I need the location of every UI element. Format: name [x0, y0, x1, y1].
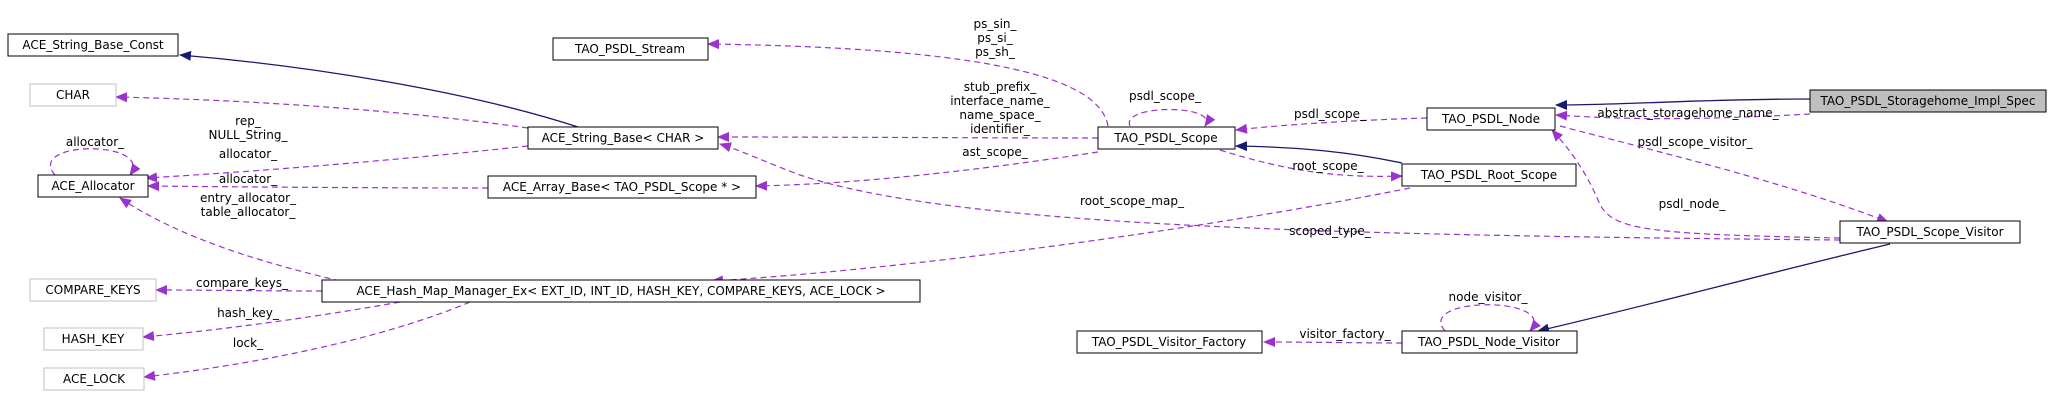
label-entry-allocator: entry_allocator_ — [200, 191, 297, 205]
node-ace-lock-label: ACE_LOCK — [63, 372, 126, 386]
node-allocator[interactable]: ACE_Allocator — [37, 174, 149, 198]
label-identifier: identifier_ — [970, 122, 1031, 136]
node-hash-key-label: HASH_KEY — [62, 332, 125, 346]
label-rep: rep_ — [235, 114, 262, 128]
node-array-base[interactable]: ACE_Array_Base< TAO_PSDL_Scope * > — [487, 175, 757, 199]
edge-allocator-array-base — [147, 181, 489, 192]
node-scope-visitor-label: TAO_PSDL_Scope_Visitor — [1855, 225, 2003, 239]
node-node-visitor-label: TAO_PSDL_Node_Visitor — [1417, 335, 1560, 349]
label-allocator-sb: allocator_ — [219, 147, 278, 161]
edge-root-scope-map — [711, 187, 1411, 286]
edge-ast-scope — [755, 151, 1099, 191]
label-allocator-ab: allocator_ — [219, 172, 278, 186]
node-psdl-node-label: TAO_PSDL_Node — [1441, 112, 1540, 126]
node-allocator-label: ACE_Allocator — [51, 179, 134, 193]
edge-visitor-factory — [1263, 337, 1403, 348]
label-interface-name: interface_name_ — [950, 94, 1051, 108]
node-psdl-stream-label: TAO_PSDL_Stream — [574, 42, 685, 56]
node-ace-lock[interactable]: ACE_LOCK — [43, 367, 145, 391]
edge-storagehome-inherits-psdl-node — [1555, 98, 1811, 110]
edges — [50, 39, 1891, 381]
node-psdl-visitor-factory[interactable]: TAO_PSDL_Visitor_Factory — [1076, 330, 1263, 354]
label-allocator-self: allocator_ — [66, 135, 125, 149]
edge-allocator-self — [50, 148, 141, 176]
label-name-space: name_space_ — [959, 108, 1041, 122]
node-array-base-label: ACE_Array_Base< TAO_PSDL_Scope * > — [503, 180, 741, 194]
edge-rep — [115, 92, 529, 129]
label-scoped-type: scoped_type_ — [1289, 224, 1372, 238]
edge-scope-visitor-inherits-node-visitor — [1537, 243, 1891, 334]
node-psdl-scope-visitor[interactable]: TAO_PSDL_Scope_Visitor — [1839, 220, 2021, 244]
label-ps-sh: ps_sh_ — [975, 45, 1016, 59]
edge-psdl-node — [1551, 129, 1841, 239]
label-null-string: NULL_String_ — [209, 128, 289, 142]
edge-root-scope-inherits-psdl-scope — [1235, 141, 1403, 164]
node-compare-keys-label: COMPARE_KEYS — [45, 283, 140, 297]
label-table-allocator: table_allocator_ — [201, 205, 297, 219]
node-char[interactable]: CHAR — [29, 83, 117, 107]
label-compare-keys: compare_keys_ — [196, 276, 289, 290]
edge-psdl-scope-node — [1235, 117, 1428, 134]
label-hash-key: hash_key_ — [217, 306, 280, 320]
node-psdl-node[interactable]: TAO_PSDL_Node — [1426, 107, 1556, 131]
node-psdl-scope-label: TAO_PSDL_Scope — [1113, 131, 1217, 145]
node-psdl-stream[interactable]: TAO_PSDL_Stream — [552, 37, 709, 61]
edge-root-scope — [1219, 149, 1403, 182]
label-node-visitor: node_visitor_ — [1449, 290, 1529, 304]
node-psdl-node-visitor[interactable]: TAO_PSDL_Node_Visitor — [1401, 330, 1578, 354]
label-visitor-factory: visitor_factory_ — [1299, 327, 1391, 341]
edge-string-base-idents — [717, 132, 1099, 143]
label-ps-si: ps_si_ — [977, 31, 1013, 45]
label-lock: lock_ — [233, 336, 264, 350]
edge-lock — [143, 301, 471, 381]
label-abstract-storagehome-name: abstract_storagehome_name_ — [1597, 106, 1779, 120]
edge-psdl-scope-self — [1128, 108, 1216, 127]
label-stub-prefix: stub_prefix_ — [964, 80, 1038, 94]
edge-string-base-inherits-const — [179, 50, 591, 132]
edge-allocator-string-base — [145, 145, 529, 183]
node-storagehome-impl-spec[interactable]: TAO_PSDL_Storagehome_Impl_Spec — [1809, 89, 2047, 113]
node-hash-key[interactable]: HASH_KEY — [43, 327, 144, 351]
label-psdl-scope-visitor: psdl_scope_visitor_ — [1637, 135, 1753, 149]
node-string-base-label: ACE_String_Base< CHAR > — [542, 131, 705, 145]
edge-scoped-type — [719, 142, 1841, 241]
node-psdl-root-scope[interactable]: TAO_PSDL_Root_Scope — [1401, 163, 1577, 187]
node-string-base-const[interactable]: ACE_String_Base_Const — [7, 33, 179, 57]
edge-hash-key — [142, 301, 401, 342]
edge-compare-keys — [155, 285, 323, 296]
node-hash-map-manager-ex[interactable]: ACE_Hash_Map_Manager_Ex< EXT_ID, INT_ID,… — [321, 279, 921, 303]
label-psdl-scope-node: psdl_scope_ — [1294, 107, 1367, 121]
node-string-base[interactable]: ACE_String_Base< CHAR > — [527, 126, 719, 150]
label-root-scope: root_scope_ — [1292, 159, 1364, 173]
node-compare-keys[interactable]: COMPARE_KEYS — [29, 278, 157, 302]
node-storagehome-label: TAO_PSDL_Storagehome_Impl_Spec — [1820, 94, 2036, 108]
node-hash-map-label: ACE_Hash_Map_Manager_Ex< EXT_ID, INT_ID,… — [356, 284, 885, 298]
edge-psdl-scope-visitor — [1559, 125, 1889, 223]
nodes: TAO_PSDL_Storagehome_Impl_Spec TAO_PSDL_… — [7, 33, 2047, 391]
node-string-base-const-label: ACE_String_Base_Const — [22, 38, 164, 52]
edge-abstract-storagehome-name — [1555, 110, 1811, 121]
edge-labels: ps_sin_ ps_si_ ps_sh_ psdl_scope_ stub_p… — [66, 17, 1780, 350]
node-psdl-scope[interactable]: TAO_PSDL_Scope — [1097, 126, 1236, 150]
label-psdl-node: psdl_node_ — [1659, 197, 1727, 211]
node-root-scope-label: TAO_PSDL_Root_Scope — [1420, 168, 1557, 182]
edge-ps-stream — [707, 39, 1109, 127]
label-ps-sin: ps_sin_ — [973, 17, 1017, 31]
edge-node-visitor-self — [1440, 304, 1541, 332]
node-visitor-factory-label: TAO_PSDL_Visitor_Factory — [1091, 335, 1246, 349]
label-root-scope-map: root_scope_map_ — [1080, 194, 1185, 208]
label-ast-scope: ast_scope_ — [962, 145, 1029, 159]
edge-entry-table-allocator — [119, 197, 341, 282]
node-char-label: CHAR — [56, 88, 90, 102]
label-psdl-scope-self: psdl_scope_ — [1129, 89, 1202, 103]
